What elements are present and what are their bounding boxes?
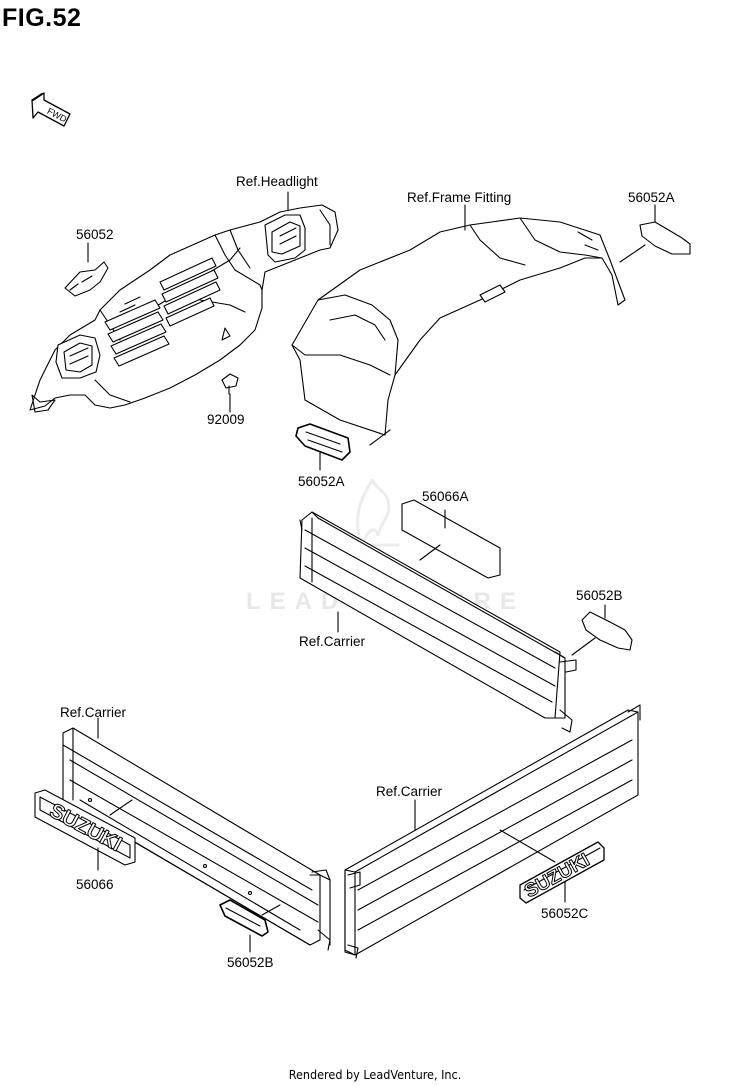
- label-56052: 56052: [76, 227, 114, 242]
- label-ref-headlight: Ref.Headlight: [236, 174, 318, 189]
- leader-carrier-3-2: [499, 829, 556, 863]
- carrier-panel-right: [344, 704, 641, 959]
- label-56052b-right: 56052B: [576, 588, 623, 603]
- footer-credit: Rendered by LeadVenture, Inc.: [288, 1067, 462, 1082]
- label-56052b-bottom: 56052B: [227, 955, 274, 970]
- part-56066a-panel: [401, 499, 501, 579]
- label-56066: 56066: [76, 877, 114, 892]
- leader-56066a-2: [419, 544, 441, 561]
- grille-slats: [104, 257, 221, 367]
- label-ref-carrier-1: Ref.Carrier: [299, 634, 366, 649]
- leader-56066-tip: [109, 799, 133, 816]
- leader-56052a-top-2: [619, 244, 646, 263]
- label-56066a: 56066A: [422, 489, 469, 504]
- part-56052b-right-decal: [581, 611, 633, 651]
- fwd-arrow-icon: FWD: [31, 92, 71, 127]
- leader-56052a-mid-2: [369, 429, 391, 446]
- leader-56052b-bottom-2: [261, 904, 281, 916]
- rear-cover: [291, 217, 626, 436]
- part-56052a-mid-emblem: [295, 423, 351, 461]
- suzuki-right-text: SUZUKI: [521, 850, 593, 903]
- part-92009-screw: [221, 373, 239, 395]
- front-grille-panel: [29, 204, 339, 413]
- part-56052c-suzuki-emblem: [519, 841, 605, 904]
- label-56052a-mid: 56052A: [298, 474, 345, 489]
- figure-title: FIG.52: [2, 4, 82, 32]
- watermark-logo: [350, 478, 400, 547]
- carrier-panel-left: [62, 727, 331, 951]
- part-56066-suzuki-plate: [34, 789, 136, 866]
- part-56052b-bottom-emblem: [219, 899, 269, 937]
- part-56052a-top-decal: [639, 221, 691, 255]
- label-ref-frame-fitting: Ref.Frame Fitting: [407, 190, 512, 205]
- label-ref-carrier-2: Ref.Carrier: [60, 705, 127, 720]
- label-56052a-top: 56052A: [628, 190, 675, 205]
- label-ref-carrier-3: Ref.Carrier: [376, 784, 443, 799]
- carrier-gate-upper: [299, 511, 577, 733]
- part-56052-bracket: [64, 261, 109, 297]
- leader-56052b-right-2: [571, 637, 596, 656]
- label-92009: 92009: [207, 412, 245, 427]
- label-56052c: 56052C: [541, 906, 589, 921]
